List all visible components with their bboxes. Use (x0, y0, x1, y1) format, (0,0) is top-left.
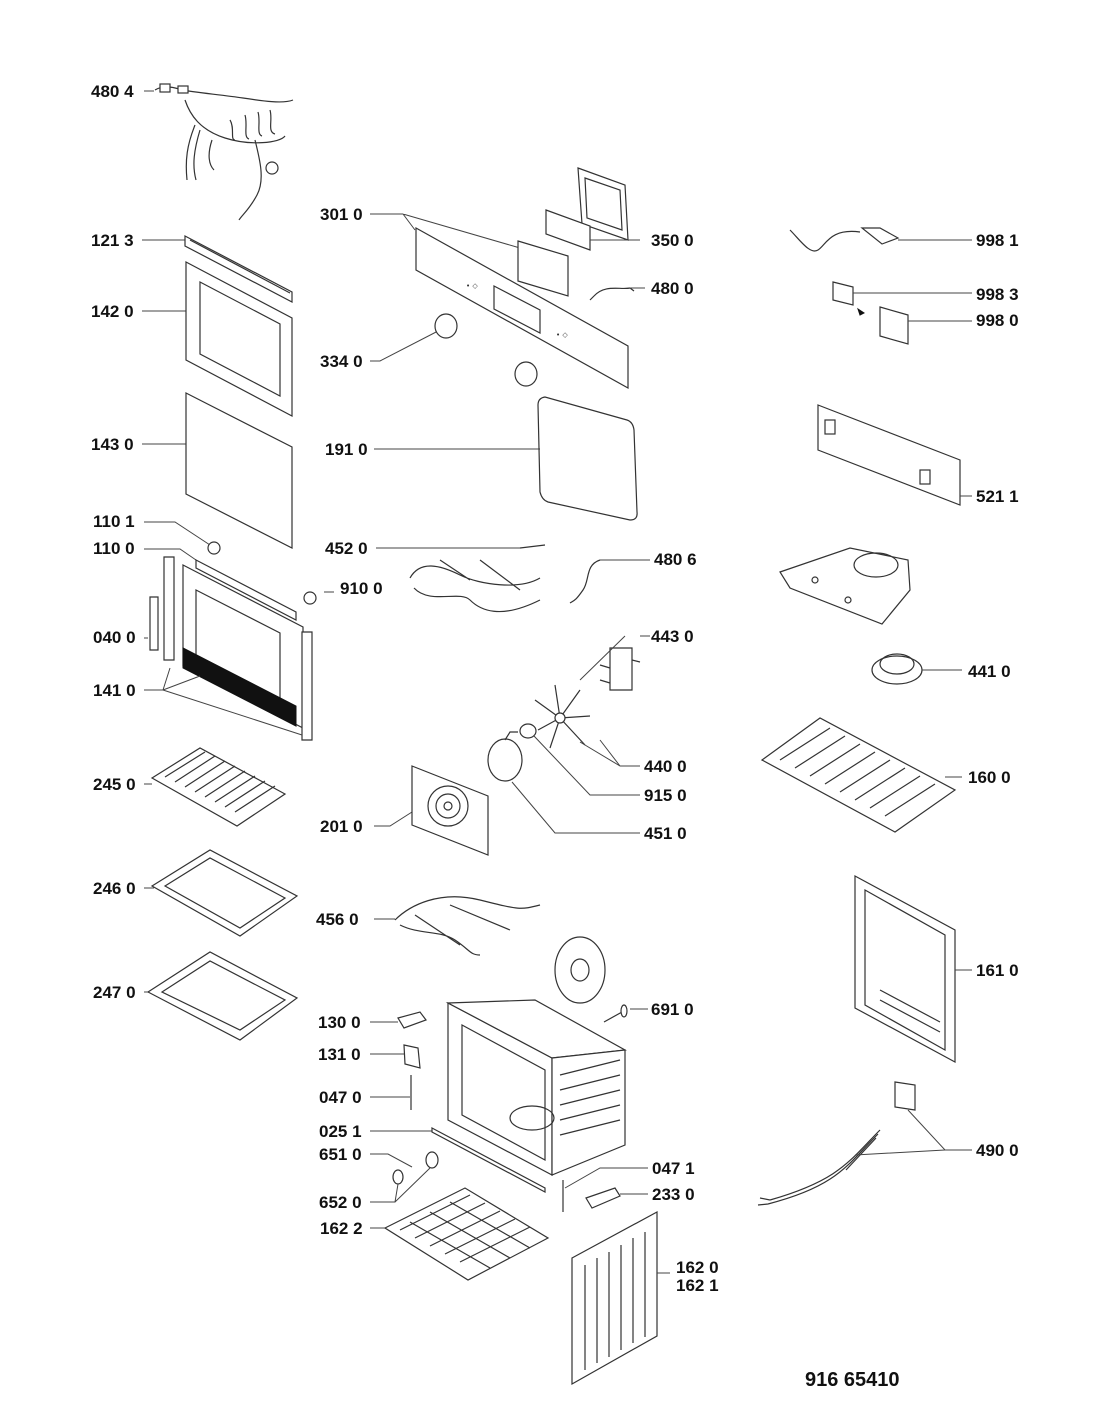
drip-pan-drawing (144, 951, 299, 1041)
part-label-162-2: 162 2 (320, 1219, 363, 1238)
part-label-201-0: 201 0 (320, 817, 363, 836)
svg-text:• ◇: • ◇ (466, 282, 478, 290)
part-label-998-3: 998 3 (976, 285, 1019, 304)
part-label-490-0: 490 0 (976, 1141, 1019, 1160)
nut-drawing (519, 723, 640, 796)
part-label-233-0: 233 0 (652, 1185, 695, 1204)
part-label-301-0: 301 0 (320, 205, 363, 224)
intermediate-glass-drawing (142, 392, 293, 549)
part-label-161-0: 161 0 (976, 961, 1019, 980)
part-label-047-0: 047 0 (319, 1088, 362, 1107)
part-label-141-0: 141 0 (93, 681, 136, 700)
top-cover-panel-drawing (760, 717, 962, 833)
outer-door-glass-drawing (142, 261, 293, 417)
part-label-443-0: 443 0 (651, 627, 694, 646)
top-cover-duct-drawing (779, 547, 911, 625)
module-998-0-drawing (879, 306, 972, 345)
fan-cover-drawing (374, 765, 489, 856)
fan-blade-drawing (534, 684, 640, 767)
part-label-915-0: 915 0 (644, 786, 687, 805)
part-label-480-4: 480 4 (91, 82, 134, 101)
part-label-110-1: 110 1 (93, 512, 135, 531)
part-label-480-6: 480 6 (654, 550, 697, 569)
lamp-parts-drawing (370, 1151, 439, 1203)
part-label-025-1: 025 1 (319, 1122, 362, 1141)
part-label-480-0: 480 0 (651, 279, 694, 298)
door-top-profile-drawing (142, 235, 293, 303)
part-label-451-0: 451 0 (644, 824, 687, 843)
part-label-334-0: 334 0 (320, 352, 363, 371)
part-label-191-0: 191 0 (325, 440, 368, 459)
part-label-998-0: 998 0 (976, 311, 1019, 330)
label-998-3-drawing (832, 281, 972, 316)
electronic-board-drawing (817, 404, 972, 506)
inner-door-assembly-drawing (144, 521, 334, 741)
part-label-130-0: 130 0 (318, 1013, 361, 1032)
knob-drawing (370, 313, 538, 387)
wire-shelf-drawing (144, 747, 287, 827)
part-label-143-0: 143 0 (91, 435, 134, 454)
probe-socket-drawing (603, 1004, 648, 1023)
part-label-160-0: 160 0 (968, 768, 1011, 787)
part-label-247-0: 247 0 (93, 983, 136, 1002)
bracket-131-drawing (370, 1044, 421, 1069)
part-label-121-3: 121 3 (91, 231, 134, 250)
document-number: 916 65410 (805, 1369, 900, 1391)
top-heating-element-drawing (376, 544, 546, 613)
part-label-040-0: 040 0 (93, 628, 136, 647)
side-rack-162-0-drawing (571, 1210, 670, 1386)
rear-disk-drawing (554, 936, 606, 1004)
part-label-521-1: 521 1 (976, 487, 1019, 506)
sensor-047-0-drawing (370, 1075, 412, 1110)
side-rack-162-2-drawing (370, 1187, 550, 1281)
part-label-691-0: 691 0 (651, 1000, 694, 1019)
oven-cavity-drawing (445, 999, 627, 1176)
part-label-350-0: 350 0 (651, 231, 694, 250)
control-panel-drawing: • ◇ • ◇ (370, 213, 645, 390)
circular-heating-element-drawing (487, 731, 640, 834)
rear-panel-drawing (854, 874, 972, 1064)
part-label-047-1: 047 1 (652, 1159, 695, 1178)
part-label-110-0: 110 0 (93, 539, 135, 558)
fan-motor-drawing (579, 635, 650, 691)
part-label-440-0: 440 0 (644, 757, 687, 776)
door-gasket-drawing (374, 396, 638, 521)
part-label-162-1: 162 1 (676, 1276, 719, 1295)
wiring-harness-drawing (144, 83, 294, 221)
part-label-998-1: 998 1 (976, 231, 1019, 250)
cooling-fan-drawing (871, 653, 962, 685)
panel-bracket-drawing (545, 167, 640, 251)
part-label-910-0: 910 0 (340, 579, 383, 598)
cable-480-6-drawing (569, 559, 650, 604)
svg-text:• ◇: • ◇ (556, 331, 568, 339)
terminal-block-cable-drawing (757, 1081, 972, 1206)
interface-cable-drawing (789, 227, 972, 252)
part-label-131-0: 131 0 (318, 1045, 361, 1064)
part-label-142-0: 142 0 (91, 302, 134, 321)
door-lock-drawing (370, 1011, 427, 1029)
baking-tray-drawing (144, 849, 299, 937)
bottom-heating-element-drawing (374, 896, 541, 956)
part-label-651-0: 651 0 (319, 1145, 362, 1164)
part-label-456-0: 456 0 (316, 910, 359, 929)
part-label-245-0: 245 0 (93, 775, 136, 794)
part-label-452-0: 452 0 (325, 539, 368, 558)
front-trim-drawing (370, 1127, 546, 1193)
part-label-162-0: 162 0 (676, 1258, 719, 1277)
sensor-047-1-drawing (562, 1167, 648, 1212)
part-label-652-0: 652 0 (319, 1193, 362, 1212)
part-label-441-0: 441 0 (968, 662, 1011, 681)
part-label-246-0: 246 0 (93, 879, 136, 898)
fixing-clip-drawing (585, 1187, 648, 1209)
